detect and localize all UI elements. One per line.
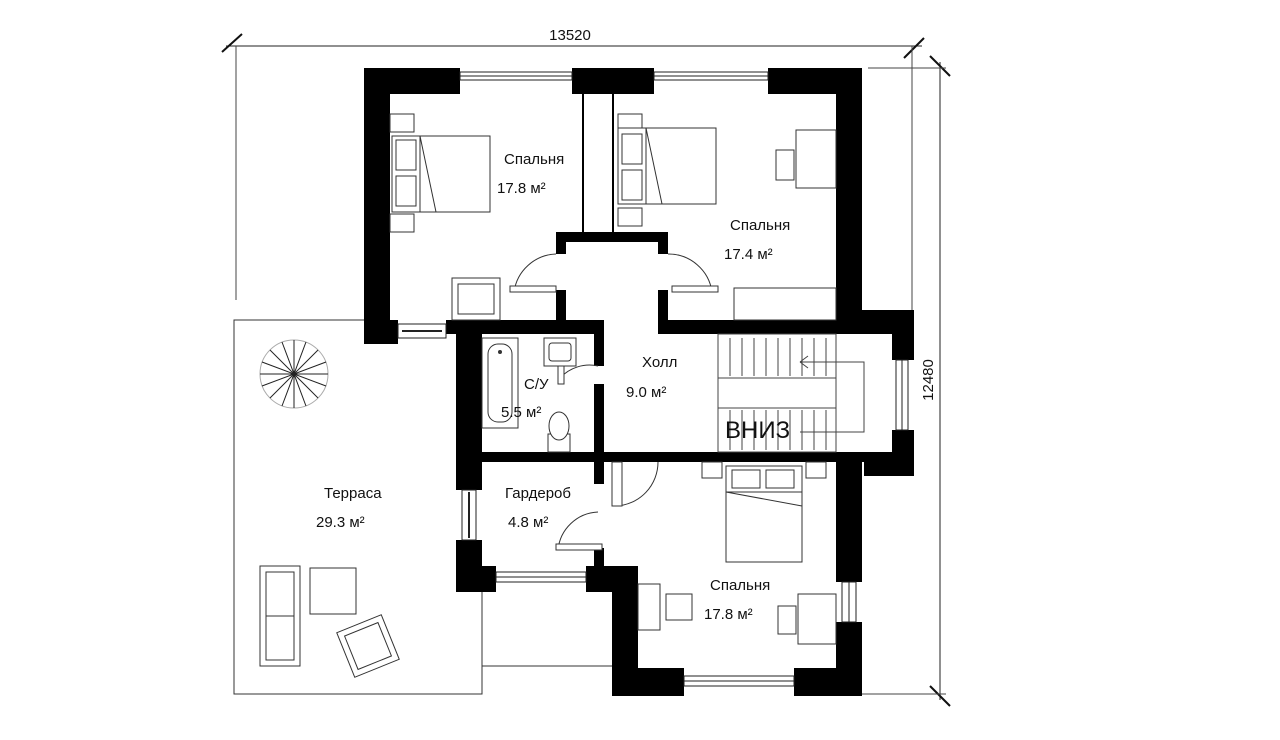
table-icon: [309, 567, 357, 615]
room-labels: Спальня 17.8 м² Спальня 17.4 м² Холл 9.0…: [316, 151, 790, 623]
width-dimension-label: 13520: [549, 27, 591, 44]
s-bedroom-furniture: [637, 461, 837, 645]
walls: [364, 68, 914, 696]
room-name-hall: Холл: [642, 354, 677, 371]
dimension-right: 12480: [862, 55, 951, 707]
stairs-down-label: ВНИЗ: [725, 417, 790, 444]
ne-bedroom-furniture: [617, 113, 837, 321]
room-name-bedroom-ne: Спальня: [730, 217, 790, 234]
room-name-wardrobe: Гардероб: [505, 485, 571, 502]
room-area-bedroom-s: 17.8 м²: [704, 606, 753, 623]
umbrella-icon: [259, 339, 329, 409]
doors: [509, 253, 719, 551]
dimension-top: 13520: [221, 27, 925, 312]
room-area-terrace: 29.3 м²: [316, 514, 365, 531]
nw-bedroom-furniture: [389, 113, 501, 321]
room-name-bathroom: С/У: [524, 376, 549, 393]
bathroom-fixtures: [481, 337, 577, 453]
terrace-furniture: [259, 339, 400, 678]
height-dimension-label: 12480: [920, 359, 937, 401]
room-name-terrace: Терраса: [324, 485, 382, 502]
room-name-bedroom-s: Спальня: [710, 577, 770, 594]
room-area-hall: 9.0 м²: [626, 384, 666, 401]
room-area-bedroom-ne: 17.4 м²: [724, 246, 773, 263]
staircase: ВНИЗ: [717, 333, 865, 453]
armchair-icon: [336, 614, 400, 678]
room-area-bathroom: 5.5 м²: [501, 404, 541, 421]
room-area-bedroom-nw: 17.8 м²: [497, 180, 546, 197]
room-name-bedroom-nw: Спальня: [504, 151, 564, 168]
windows: [397, 71, 909, 687]
room-area-wardrobe: 4.8 м²: [508, 514, 548, 531]
